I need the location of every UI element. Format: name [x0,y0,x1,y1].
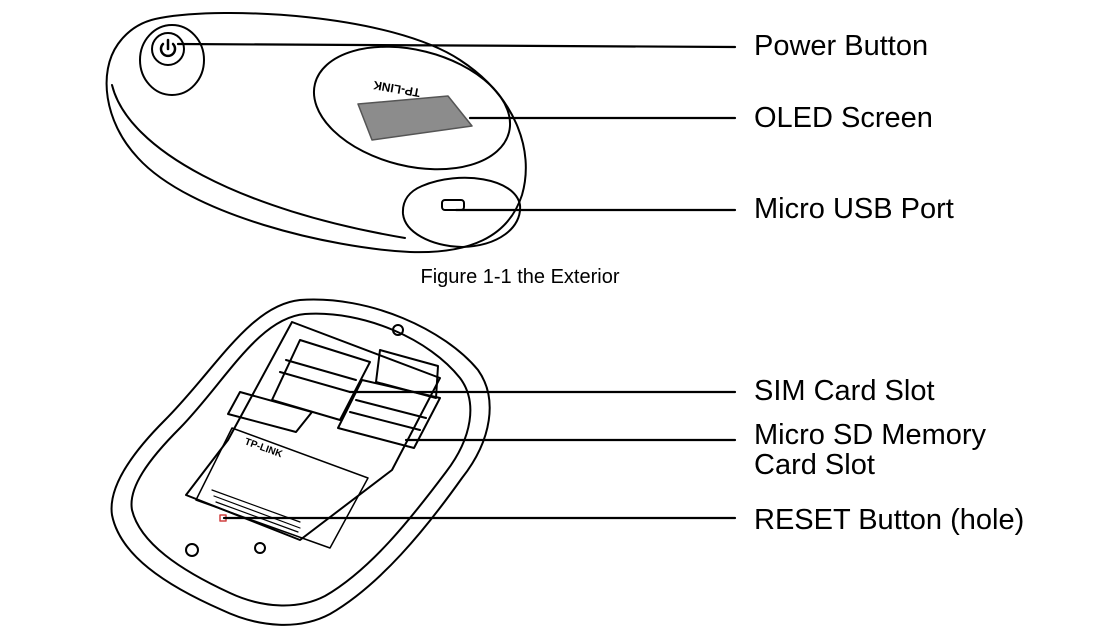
device-exterior: TP-LINK [105,12,527,254]
figure-caption: Figure 1-1 the Exterior [420,266,620,288]
screw [392,324,404,336]
usb-port-bump [401,176,522,248]
label-power-button: Power Button [754,30,929,62]
sd-door [375,349,439,399]
sim-holder [271,339,371,421]
micro-sd-slot [337,349,441,449]
screen-recess [312,45,512,171]
power-button-ring [151,32,185,66]
sim-card [227,391,313,433]
label-micro-sd-line1: Micro SD Memory [754,419,987,451]
micro-usb-port [441,199,465,211]
label-sim-card-slot: SIM Card Slot [754,375,935,407]
label-oled-screen: OLED Screen [754,102,933,134]
device-body-outline [105,12,527,254]
power-icon [159,38,177,58]
screw [185,543,199,557]
sd-holder [337,379,441,449]
leader-power [176,42,737,49]
screw [254,542,266,554]
battery-compartment [185,321,441,541]
oled-screen [357,95,473,141]
label-micro-usb-port: Micro USB Port [754,193,954,225]
device-inside: TP-LINK [110,298,491,626]
brand-mark: TP-LINK [372,78,421,100]
leader-lines-figure2 [222,390,737,520]
leader-lines-figure1 [176,42,737,212]
label-micro-sd-line2: Card Slot [754,449,875,481]
power-button-bump [139,24,205,96]
device-rim-line [111,84,406,239]
shell-inner-rim [130,312,472,607]
shell-outline [110,298,491,626]
product-label [195,427,369,549]
sim-card-slot [227,339,371,433]
label-reset-button: RESET Button (hole) [754,504,1025,536]
